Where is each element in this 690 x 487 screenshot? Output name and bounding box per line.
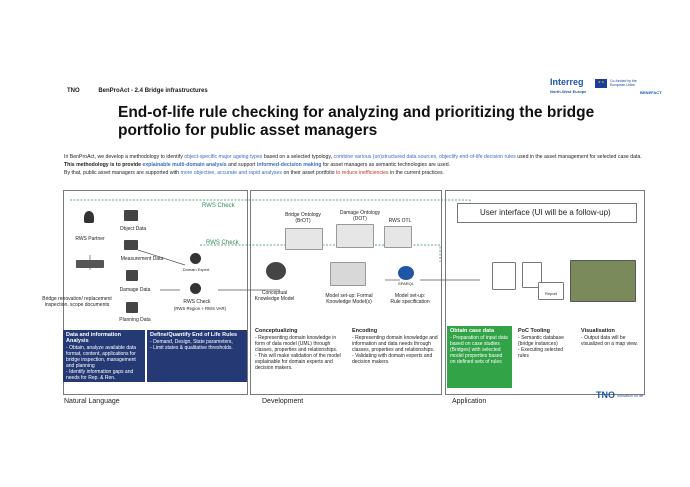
- eu-cofunded-label: Co-funded by the European Union: [610, 79, 637, 87]
- page-title: End-of-life rule checking for analyzing …: [118, 104, 595, 139]
- report-label: Report: [544, 291, 557, 296]
- object-data-label: Object Data: [119, 226, 147, 232]
- planning-data-icon: [126, 302, 138, 313]
- header-tag: TNO BenProAct - 2.4 Bridge infrastructur…: [64, 88, 208, 94]
- brain-icon: [266, 262, 286, 280]
- document-stack-icon: [492, 262, 516, 290]
- domain-expert-icon: [190, 253, 201, 264]
- partner-icon: [84, 211, 94, 223]
- bridge-icon: [76, 260, 104, 268]
- define-rules-box: Define/Quantify End of Life Rules - Dema…: [147, 330, 247, 382]
- development-section: [250, 190, 442, 395]
- formal-model-graph: [330, 262, 366, 286]
- ui-label: User interface (UI will be a follow-up): [480, 208, 611, 217]
- rws-check-label-top: RWS Check: [202, 203, 235, 209]
- encoding-box: Encoding - Representing domain knowledge…: [349, 326, 441, 388]
- obtain-case-box: Obtain case data - Preparation of input …: [447, 326, 512, 388]
- rws-otl-label: RWS OTL: [388, 218, 412, 224]
- eu-flag-icon: ★ ★: [595, 79, 607, 88]
- measurement-data-label: Measurement Data: [120, 256, 164, 262]
- formal-model-label: Model set-up: Formal Knowledge Model(s): [325, 293, 373, 305]
- rule-spec-label: Model set-up: Rule specification: [390, 293, 430, 305]
- bridge-ontology-label: Bridge Ontology (BrOT): [285, 212, 321, 224]
- sparql-label: SPARQL: [398, 281, 414, 286]
- damage-ontology-label: Damage Ontology (DOT): [339, 210, 381, 222]
- planning-data-label: Planning Data: [119, 317, 151, 323]
- benefact-logo: BENEFACT: [640, 90, 662, 95]
- conceptual-model-label: Conceptual Knowledge Model: [254, 290, 295, 302]
- application-section: [445, 190, 645, 395]
- data-info-box: Data and information Analysis - Obtain, …: [63, 330, 145, 382]
- sparql-icon: [398, 266, 414, 280]
- damage-ontology-graph: [336, 224, 374, 248]
- rws-check-label-mid: RWS Check: [206, 240, 239, 246]
- rws-check-icon: [190, 283, 201, 294]
- phase-natural-language: Natural Language: [64, 398, 120, 405]
- rws-partner-label: RWS Partner: [75, 236, 105, 242]
- project-label: BenProAct - 2.4 Bridge infrastructures: [98, 88, 208, 94]
- ui-box: [457, 203, 637, 223]
- phase-development: Development: [262, 398, 304, 405]
- org-badge: TNO: [64, 88, 83, 94]
- phase-application: Application: [452, 398, 487, 405]
- visualisation-box: Visualisation - Output data will be visu…: [578, 326, 643, 376]
- logo-area: Interreg North-West Europe ★ ★ Co-funded…: [550, 75, 690, 115]
- code-document-icon: [522, 262, 542, 288]
- rws-check-node-label: RWS Check: [183, 299, 211, 305]
- rws-otl-graph: [384, 226, 412, 248]
- damage-data-label: Damage Data: [119, 287, 151, 293]
- poc-tooling-box: PoC Tooling - Semantic database (bridge …: [515, 326, 575, 388]
- measurement-data-icon: [124, 240, 138, 250]
- report-icon: [538, 282, 564, 300]
- bridge-ontology-graph: [285, 228, 323, 250]
- bridge-renovation-label: Bridge renovation/ replacement inspectio…: [42, 296, 112, 308]
- domain-expert-label: Domain Expert: [182, 267, 210, 272]
- map-view-thumbnail: [570, 260, 636, 302]
- damage-data-icon: [126, 270, 138, 281]
- natural-language-section: [63, 190, 248, 395]
- object-data-icon: [124, 210, 138, 221]
- rws-check-node-sub: (RWS Region + RWS VAR): [173, 306, 227, 311]
- conceptualizing-box: Conceptualizing - Representing domain kn…: [252, 326, 347, 388]
- intro-text: In BenProAct, we develop a methodology t…: [64, 154, 642, 176]
- region-label: North-West Europe: [550, 89, 587, 94]
- interreg-logo: Interreg: [550, 77, 584, 87]
